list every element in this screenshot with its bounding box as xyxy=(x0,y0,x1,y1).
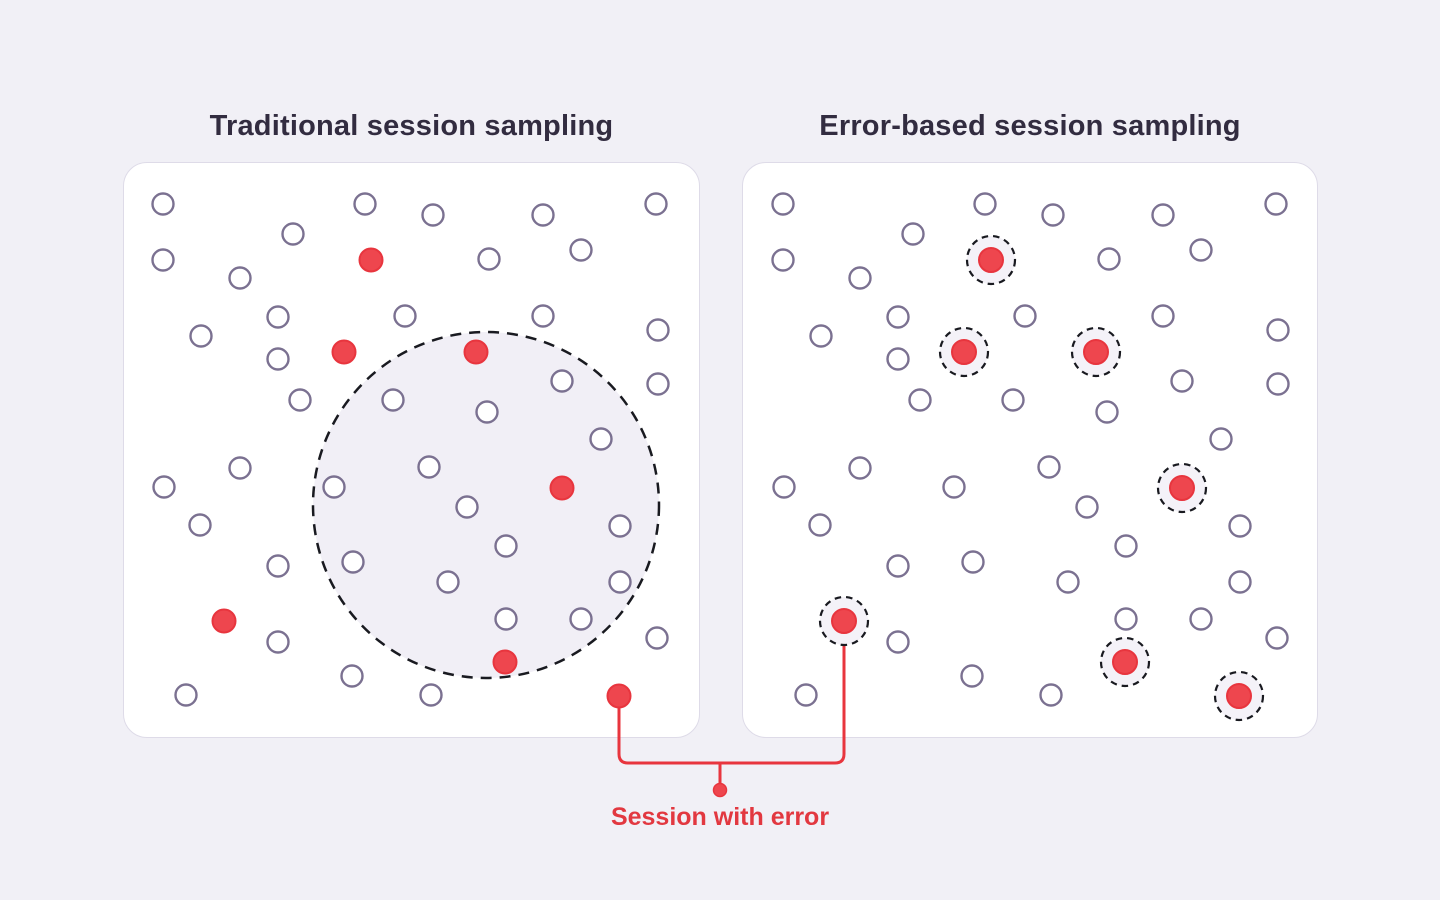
left-panel-title: Traditional session sampling xyxy=(209,110,614,142)
traditional-sampling-panel xyxy=(123,162,700,738)
error-based-sampling-panel xyxy=(742,162,1318,738)
session-with-error-label: Session with error xyxy=(610,803,830,831)
connector-end-dot-icon xyxy=(712,782,728,798)
right-panel-title: Error-based session sampling xyxy=(819,110,1241,142)
